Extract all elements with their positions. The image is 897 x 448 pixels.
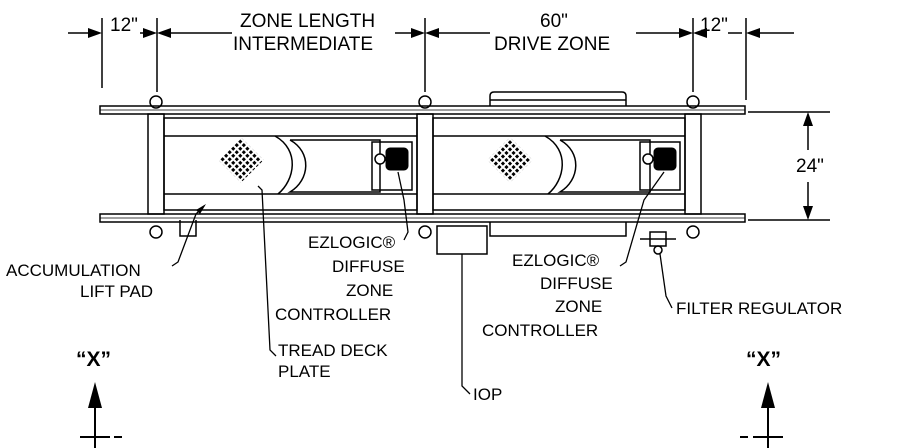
- callout-controller2-4: CONTROLLER: [482, 321, 598, 340]
- arrowhead: [157, 28, 171, 38]
- arrowhead: [88, 28, 102, 38]
- arrowhead: [411, 28, 425, 38]
- controller-sensor-1: [385, 147, 409, 171]
- dim-zone-length-1: ZONE LENGTH: [240, 11, 375, 32]
- callout-iop: IOP: [473, 385, 502, 404]
- arrowhead: [143, 28, 157, 38]
- arrowhead: [803, 206, 813, 220]
- callout-controller2-1: EZLOGIC®: [512, 251, 600, 270]
- dim-zone-length-2: INTERMEDIATE: [233, 34, 373, 55]
- leader-controller-2: [619, 171, 665, 267]
- leader-tread: [257, 185, 277, 357]
- arrowhead: [693, 28, 707, 38]
- section-marker-right: “X”: [746, 348, 781, 371]
- dim-drive-zone-label: DRIVE ZONE: [494, 34, 610, 55]
- section-arrowhead-left: [88, 382, 102, 408]
- lift-pad-mesh-2: [487, 137, 533, 183]
- callout-controller2-3: ZONE: [555, 297, 602, 316]
- dim-right-end: 12": [700, 15, 728, 36]
- controller-sensor-2: [653, 147, 677, 171]
- section-arrowhead-right: [761, 382, 775, 408]
- arrowhead: [679, 28, 693, 38]
- conveyor-frame: [99, 91, 746, 255]
- callout-tread-2: PLATE: [278, 362, 331, 381]
- callout-tread-1: TREAD DECK: [278, 341, 388, 360]
- leader-filter: [659, 253, 673, 309]
- dim-width: 24": [796, 156, 824, 177]
- callout-controller1-2: DIFFUSE: [332, 257, 405, 276]
- section-marker-left: “X”: [76, 348, 111, 371]
- dim-drive-zone-length: 60": [540, 11, 568, 32]
- arrowhead: [803, 112, 813, 126]
- arrowhead: [746, 28, 760, 38]
- callout-controller2-2: DIFFUSE: [540, 274, 613, 293]
- arrowhead: [196, 204, 206, 214]
- callout-controller1-4: CONTROLLER: [275, 305, 391, 324]
- callout-controller1-1: EZLOGIC®: [308, 233, 396, 252]
- callout-controller1-3: ZONE: [346, 281, 393, 300]
- callout-accumulation-2: LIFT PAD: [80, 282, 153, 301]
- callout-filter-regulator: FILTER REGULATOR: [676, 299, 842, 318]
- arrowhead: [425, 28, 439, 38]
- leader-iop: [461, 254, 471, 395]
- callout-accumulation-1: ACCUMULATION: [6, 261, 141, 280]
- lift-pad-mesh-1: [218, 137, 264, 183]
- leader-controller-1: [397, 171, 409, 241]
- dim-left-end: 12": [110, 15, 138, 36]
